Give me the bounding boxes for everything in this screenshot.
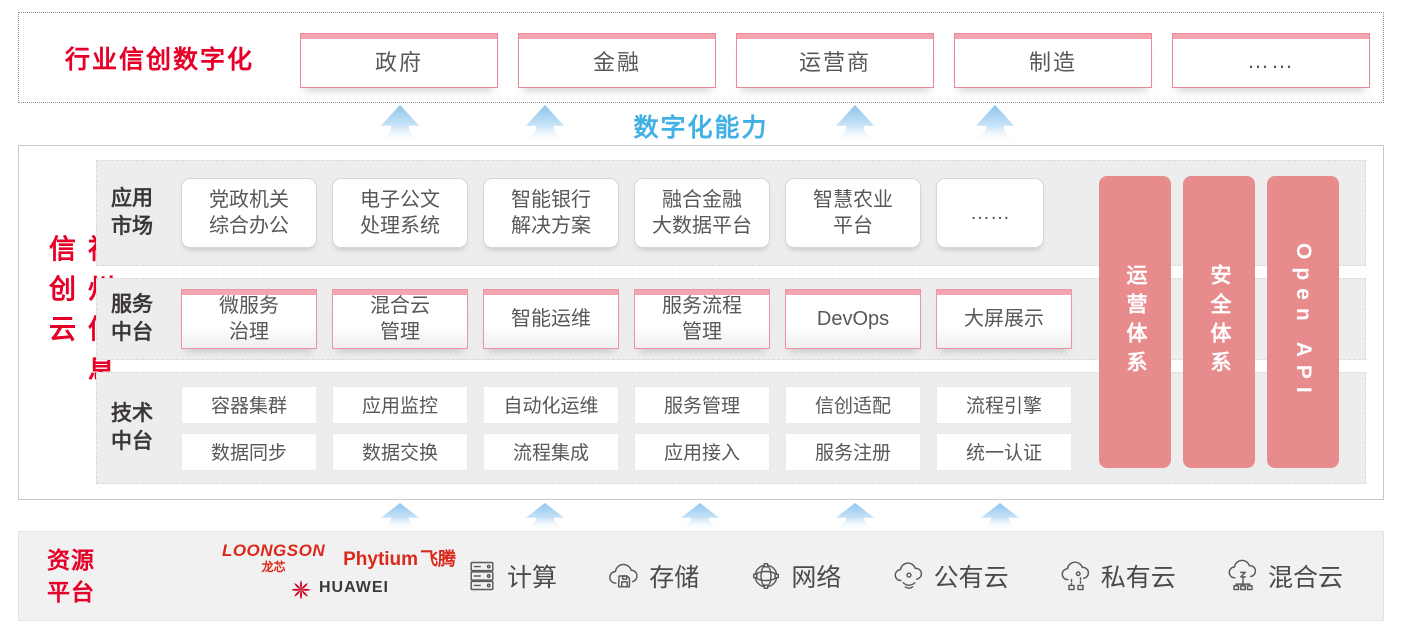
resource-item-hybrid-cloud: 混合云 [1225, 558, 1343, 594]
digital-capability-label: 数字化能力 [633, 114, 769, 142]
resource-platform-title: 资源 平台 [47, 546, 95, 605]
tech-box: 流程引擎 [936, 385, 1072, 424]
resource-item-public-cloud: 公有云 [891, 558, 1009, 594]
private-cloud-icon [1061, 561, 1089, 591]
public-cloud-icon [894, 562, 922, 589]
app-market-row: 应用 市场 党政机关 综合办公 电子公文 处理系统 智能银行 解决方案 融合金融… [96, 160, 1366, 266]
tech-box: 服务管理 [634, 385, 770, 424]
tech-box: 数据同步 [181, 432, 317, 471]
tech-box: 流程集成 [483, 432, 619, 471]
up-arrow-icon [829, 503, 881, 530]
service-box: 智能运维 [483, 289, 619, 349]
up-arrow-icon [829, 104, 881, 144]
up-arrow-icon [969, 104, 1021, 144]
resource-item-network: 公有云 网络 [748, 558, 841, 594]
tech-box: 自动化运维 [483, 385, 619, 424]
service-platform-label: 服务 中台 [111, 292, 153, 344]
app-box: 融合金融 大数据平台 [634, 178, 770, 248]
phytium-logo: Phytium 飞腾 [343, 548, 457, 570]
operation-system-bar: 运营体系 [1099, 176, 1171, 468]
app-market-label: 应用 市场 [111, 186, 153, 238]
compute-icon [470, 561, 494, 591]
service-box: 混合云 管理 [332, 289, 468, 349]
resource-platform-panel: 资源 平台 LOONGSON 龙芯 Phytium 飞腾 [18, 531, 1384, 621]
tech-box: 应用监控 [332, 385, 468, 424]
up-arrow-icon [519, 503, 571, 530]
industry-band-title: 行业信创数字化 [65, 45, 255, 74]
service-platform-row: 服务 中台 微服务 治理 混合云 管理 智能运维 服务流程 管理 DevOps … [96, 278, 1366, 360]
hybrid-cloud-icon [1228, 559, 1257, 591]
security-system-bar: 安全体系 [1183, 176, 1255, 468]
tech-box: 服务注册 [785, 432, 921, 471]
industry-band: 行业信创数字化 政府 金融 运营商 制造 …… [18, 12, 1384, 103]
tech-box: 容器集群 [181, 385, 317, 424]
up-arrow-icon [974, 503, 1026, 530]
app-box: 党政机关 综合办公 [181, 178, 317, 248]
industry-tab-operator: 运营商 [736, 33, 934, 88]
app-box-more: …… [936, 178, 1044, 248]
industry-tab-government: 政府 [300, 33, 498, 88]
tech-box: 应用接入 [634, 432, 770, 471]
huawei-flower-icon [291, 580, 311, 599]
app-box: 智能银行 解决方案 [483, 178, 619, 248]
tech-box: 信创适配 [785, 385, 921, 424]
service-box: 微服务 治理 [181, 289, 317, 349]
up-arrow-icon [674, 503, 726, 530]
vendor-logos: LOONGSON 龙芯 Phytium 飞腾 [204, 542, 474, 599]
network-icon [753, 562, 780, 590]
up-arrow-icon [374, 104, 426, 144]
tech-box: 数据交换 [332, 432, 468, 471]
open-api-bar: Open API [1267, 176, 1339, 468]
service-box: DevOps [785, 289, 921, 349]
tech-platform-row: 技术 中台 容器集群 应用监控 自动化运维 服务管理 信创适配 流程引擎 数据同… [96, 372, 1366, 484]
app-box: 智慧农业 平台 [785, 178, 921, 248]
up-arrow-icon [374, 503, 426, 530]
tech-box: 统一认证 [936, 432, 1072, 471]
cloud-platform-panel: 神州信息信创云 应用 市场 党政机关 综合办公 电子公文 处理系统 智能银行 解… [18, 145, 1384, 500]
industry-tab-manufacturing: 制造 [954, 33, 1152, 88]
app-box: 电子公文 处理系统 [332, 178, 468, 248]
resource-item-compute: 计算 [464, 558, 557, 594]
storage-icon [609, 563, 638, 588]
resource-item-private-cloud: 私有云 [1058, 558, 1176, 594]
tech-platform-label: 技术 中台 [111, 401, 153, 453]
service-box: 服务流程 管理 [634, 289, 770, 349]
loongson-logo: LOONGSON 龙芯 [221, 541, 326, 574]
resource-item-storage: 存储 [606, 558, 699, 594]
service-box: 大屏展示 [936, 289, 1072, 349]
industry-tab-more: …… [1172, 33, 1370, 88]
industry-tab-finance: 金融 [518, 33, 716, 88]
industry-tabs: 政府 金融 运营商 制造 …… [300, 33, 1370, 88]
huawei-logo: HUAWEI [289, 577, 389, 599]
resource-items: 计算 存储 [464, 532, 1343, 620]
up-arrow-icon [519, 104, 571, 144]
